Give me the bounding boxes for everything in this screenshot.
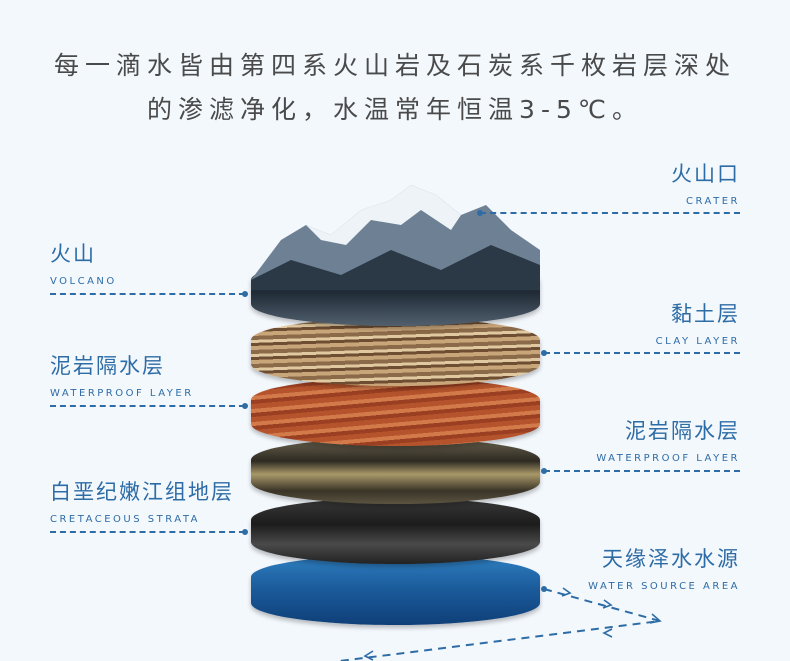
label-crater: 火山口 CRATER <box>671 158 740 207</box>
label-volcano: 火山 VOLCANO <box>50 238 117 287</box>
intro-line-1: 每一滴水皆由第四系火山岩及石炭系千枚岩层深处 <box>53 51 736 80</box>
waterproof-left-pointer-line <box>50 405 245 407</box>
flow-arrow-icon <box>649 613 662 624</box>
label-water-source: 天缘泽水水源 WATER SOURCE AREA <box>588 543 740 592</box>
flow-arrow-icon <box>602 628 613 638</box>
waterproof-right-title: 泥岩隔水层 <box>625 419 740 443</box>
clay-subtitle: CLAY LAYER <box>655 336 740 347</box>
mountain-image <box>251 185 540 290</box>
flow-arrow-icon <box>363 650 374 661</box>
water-source-title: 天缘泽水水源 <box>602 547 740 571</box>
water-layer <box>251 555 540 625</box>
label-waterproof-right: 泥岩隔水层 WATERPROOF LAYER <box>596 415 740 464</box>
waterproof-layer-upper <box>251 378 540 446</box>
flow-arrow-icon <box>602 599 613 609</box>
label-cretaceous: 白垩纪嫩江组地层 CRETACEOUS STRATA <box>50 476 234 525</box>
volcano-title: 火山 <box>50 242 96 266</box>
waterproof-right-pointer-line <box>544 470 740 472</box>
volcano-subtitle: VOLCANO <box>50 276 117 287</box>
label-waterproof-left: 泥岩隔水层 WATERPROOF LAYER <box>50 350 194 399</box>
volcano-pointer-dot <box>242 291 248 297</box>
flow-arrow-icon <box>561 587 572 597</box>
intro-line-2: 的渗滤净化，水温常年恒温3-5℃。 <box>147 95 643 124</box>
crater-title: 火山口 <box>671 162 740 186</box>
cretaceous-layer <box>251 498 540 564</box>
cretaceous-subtitle: CRETACEOUS STRATA <box>50 514 200 525</box>
crater-pointer-line <box>480 212 740 214</box>
clay-title: 黏土层 <box>671 302 740 326</box>
cretaceous-title: 白垩纪嫩江组地层 <box>50 480 234 504</box>
flow-path <box>339 588 661 661</box>
clay-layer <box>251 318 540 386</box>
water-source-subtitle: WATER SOURCE AREA <box>588 581 740 592</box>
waterproof-right-subtitle: WATERPROOF LAYER <box>596 453 740 464</box>
crater-subtitle: CRATER <box>686 196 740 207</box>
cretaceous-pointer-dot <box>242 529 248 535</box>
waterproof-left-subtitle: WATERPROOF LAYER <box>50 388 194 399</box>
label-clay: 黏土层 CLAY LAYER <box>656 298 740 347</box>
clay-pointer-line <box>544 352 740 354</box>
volcano-pointer-line <box>50 293 245 295</box>
waterproof-left-pointer-dot <box>242 403 248 409</box>
waterproof-layer-lower <box>251 438 540 504</box>
waterproof-left-title: 泥岩隔水层 <box>50 354 165 378</box>
cretaceous-pointer-line <box>50 531 245 533</box>
